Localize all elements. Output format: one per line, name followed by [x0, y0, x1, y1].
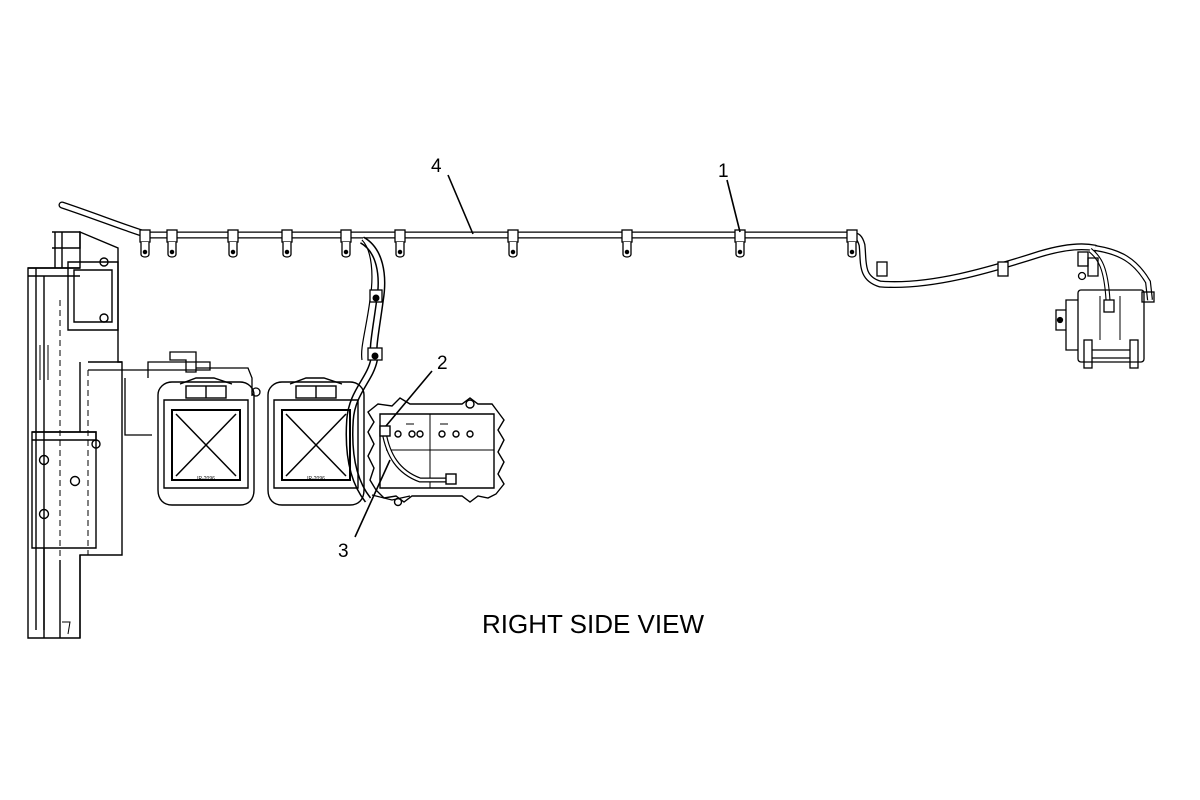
battery-right	[367, 397, 505, 507]
callout-2: 2	[437, 353, 448, 374]
harness-clip	[997, 261, 1009, 277]
starter-motor	[1055, 257, 1155, 369]
harness-clip	[340, 229, 352, 258]
harness-clip	[281, 229, 293, 258]
main-harness	[58, 201, 1153, 301]
battery-drop-cable	[345, 236, 386, 503]
callout-3: 3	[338, 541, 349, 562]
battery-center: IR-2096	[267, 377, 365, 506]
battery-cell-caps	[394, 430, 474, 438]
view-title: RIGHT SIDE VIEW	[482, 609, 704, 639]
harness-clip	[139, 229, 151, 258]
battery-stencil-left: IR-2096	[197, 476, 215, 482]
harness-clip	[734, 229, 746, 258]
harness-clip	[876, 261, 888, 277]
left-frame-structure	[27, 230, 123, 639]
battery-left: IR-2096	[157, 377, 255, 506]
callout-4: 4	[431, 156, 442, 177]
harness-clip	[394, 229, 406, 258]
harness-clip	[1077, 251, 1089, 267]
harness-clip	[846, 229, 858, 258]
harness-clip	[227, 229, 239, 258]
leader-line-2	[385, 370, 433, 427]
harness-clip	[507, 229, 519, 258]
leader-line-3	[354, 459, 391, 538]
leader-line-1	[726, 179, 741, 233]
leader-line-4	[447, 174, 474, 235]
harness-clips	[139, 229, 1089, 277]
leader-lines	[354, 174, 741, 538]
battery-housing	[88, 351, 261, 436]
harness-clip	[166, 229, 178, 258]
battery-stencil-center: IR-2096	[307, 476, 325, 482]
harness-clip	[621, 229, 633, 258]
callout-1: 1	[718, 161, 729, 182]
